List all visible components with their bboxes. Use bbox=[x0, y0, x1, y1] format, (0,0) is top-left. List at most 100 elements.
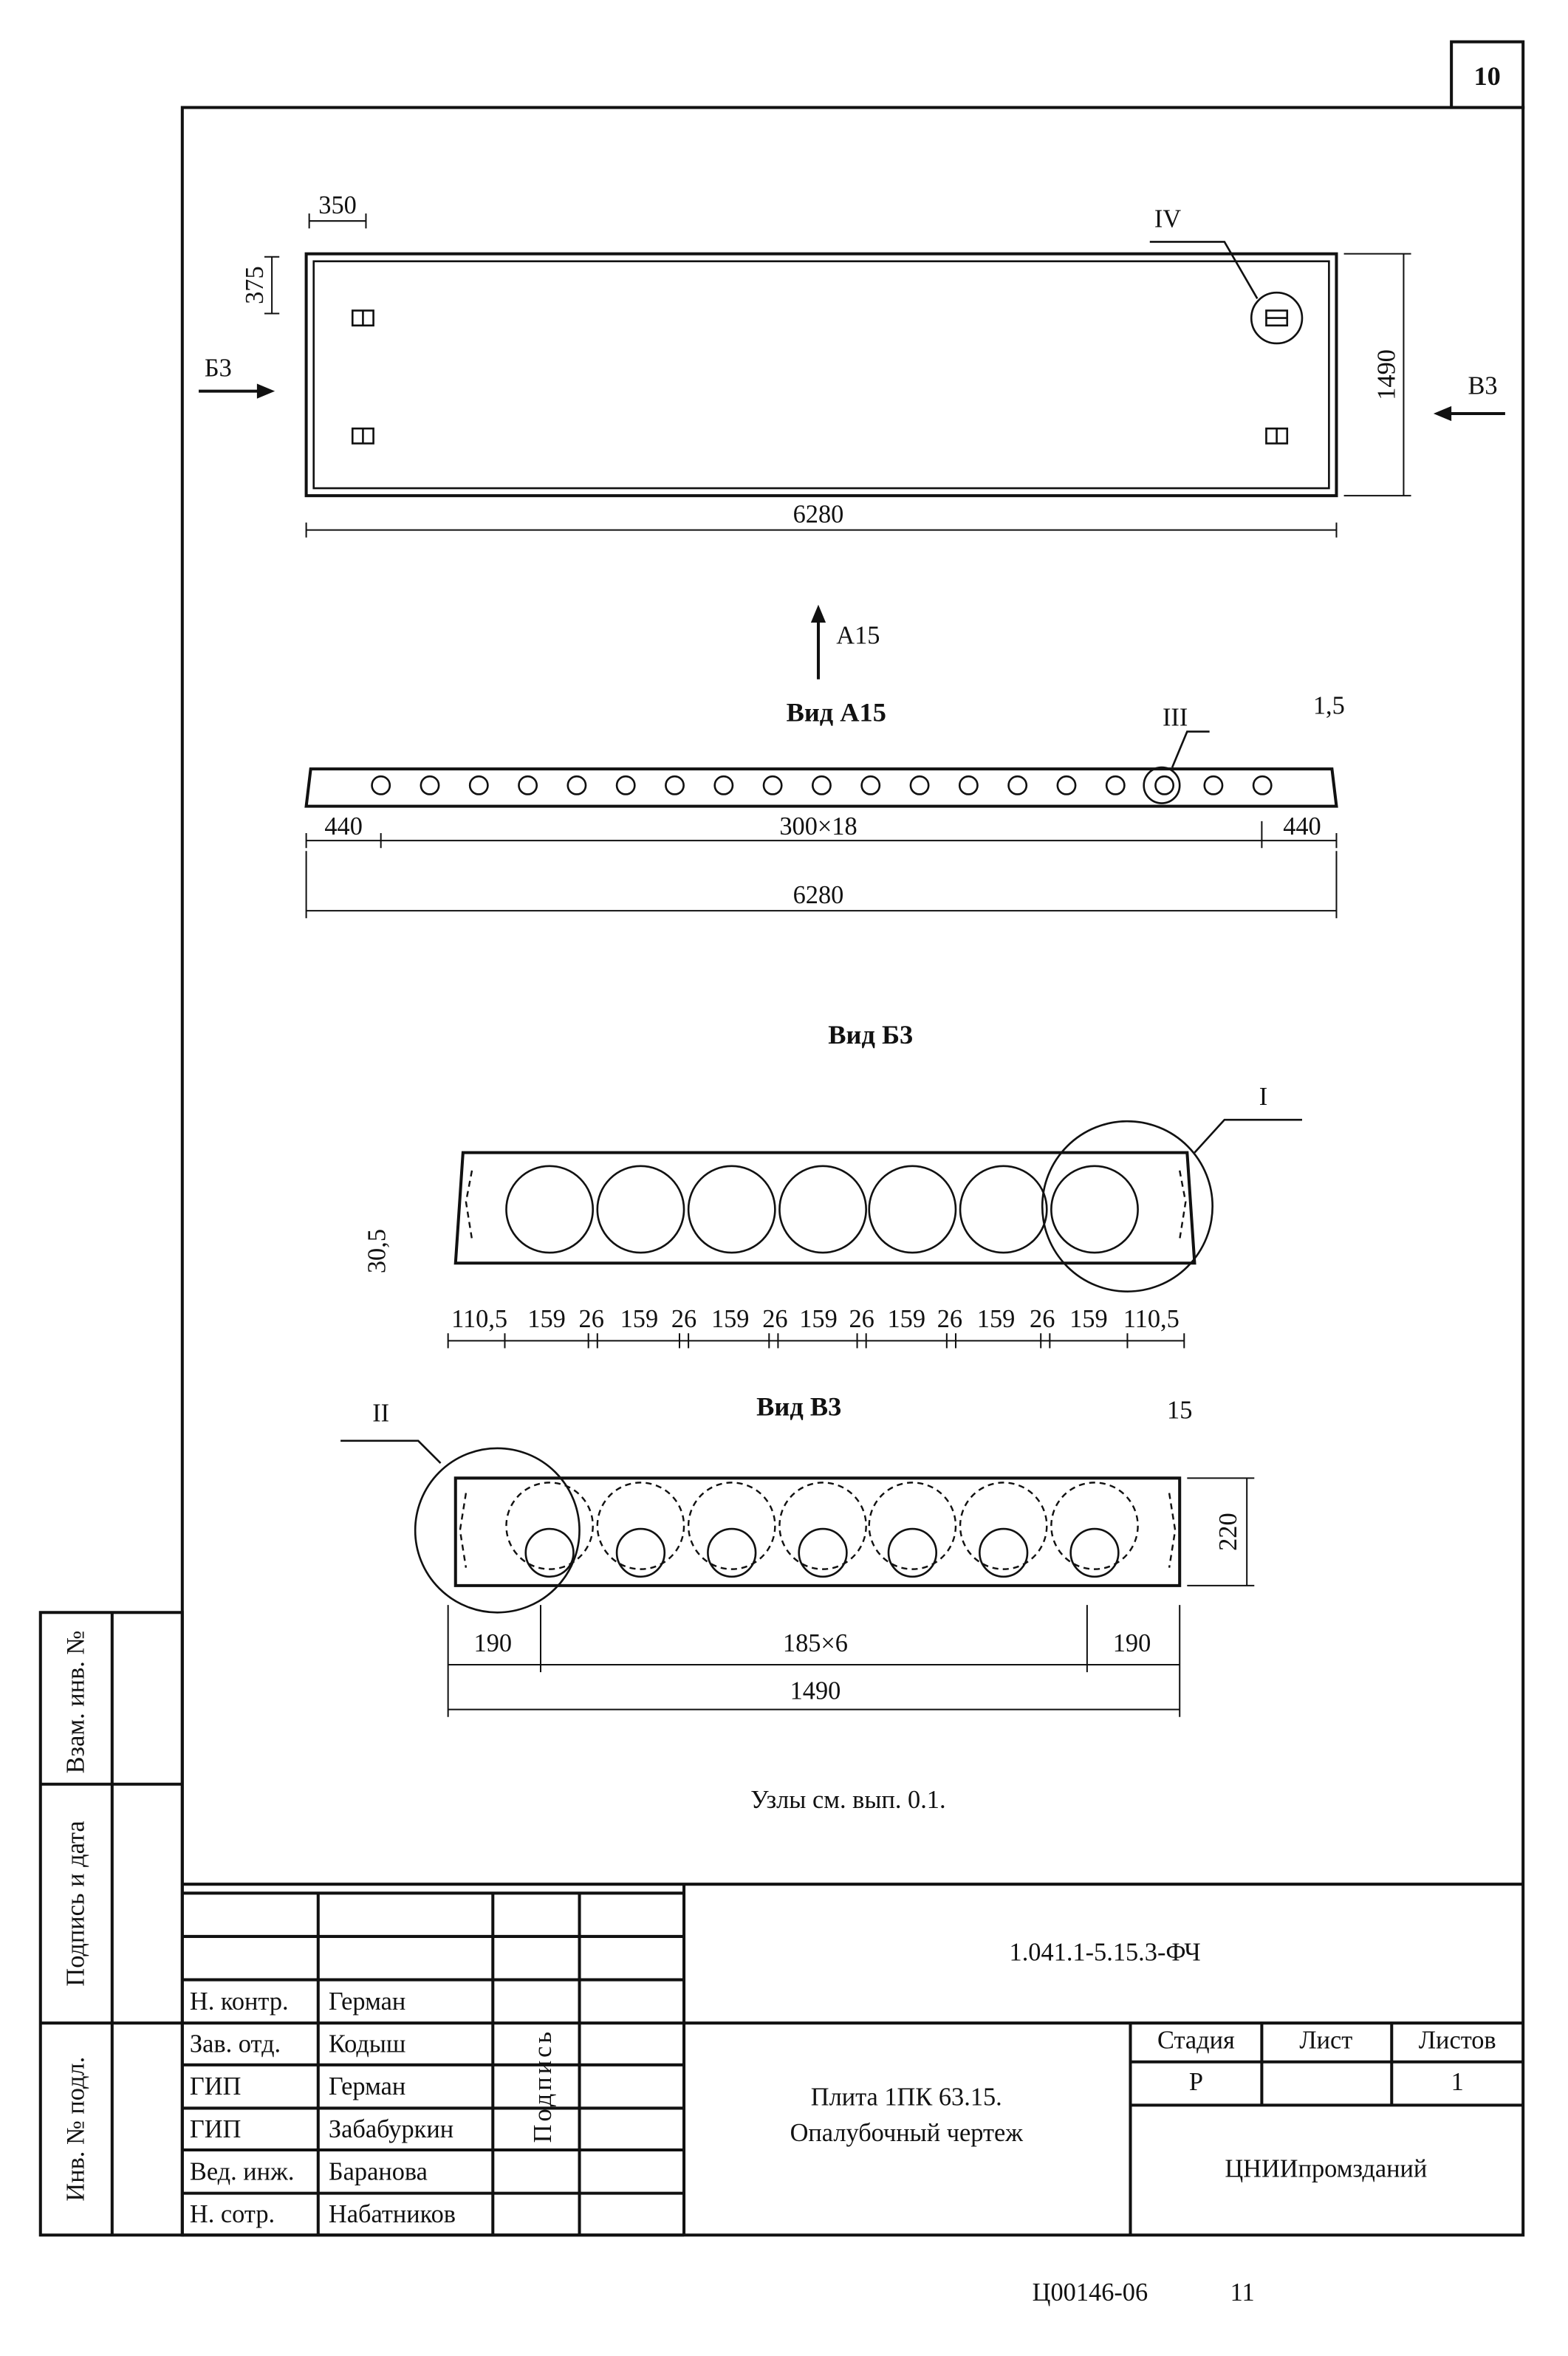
arrow-a15-label: А15 bbox=[836, 621, 880, 649]
replaced-inv-label: Взам. инв. № bbox=[61, 1631, 89, 1774]
void-circle-hidden bbox=[959, 1482, 1048, 1570]
sheet-label: Лист bbox=[1299, 2027, 1352, 2055]
dim-chain-value: 26 bbox=[579, 1305, 604, 1333]
signer-role: Н. контр. bbox=[190, 1987, 289, 2016]
void-opening bbox=[707, 1527, 757, 1578]
dim-chain-value: 26 bbox=[671, 1305, 696, 1333]
arrow-b3-label: Б3 bbox=[205, 354, 232, 382]
void-opening bbox=[524, 1527, 575, 1578]
void-circles bbox=[505, 1482, 1139, 1578]
void-hole bbox=[1252, 775, 1273, 795]
void-hole bbox=[860, 775, 881, 795]
void-circle bbox=[778, 1165, 867, 1254]
dim-chain-value: 159 bbox=[887, 1305, 925, 1333]
signer-name: Герман bbox=[329, 2072, 405, 2100]
dim-1490: 1490 bbox=[1372, 349, 1400, 400]
void-circle bbox=[1050, 1165, 1139, 1254]
void-circle-hidden bbox=[868, 1482, 957, 1570]
signer-role: Вед. инж. bbox=[190, 2157, 294, 2185]
void-hole bbox=[762, 775, 783, 795]
dim-1490-v3: 1490 bbox=[790, 1677, 841, 1705]
signer-role: Зав. отд. bbox=[190, 2030, 281, 2058]
drawing-title-line1: Плита 1ПК 63.15. bbox=[811, 2083, 1002, 2111]
view-v3-title: Вид В3 bbox=[756, 1391, 841, 1421]
dim-185x6: 185×6 bbox=[783, 1629, 848, 1657]
dim-300x18: 300×18 bbox=[779, 812, 857, 840]
signer-name: Герман bbox=[329, 1987, 405, 2016]
void-hole bbox=[371, 775, 391, 795]
void-opening bbox=[887, 1527, 938, 1578]
void-circle bbox=[868, 1165, 957, 1254]
organization: ЦНИИпромзданий bbox=[1225, 2154, 1427, 2182]
signer-role: ГИП bbox=[190, 2072, 242, 2100]
dim-30-5: 30,5 bbox=[363, 1229, 391, 1273]
dim-chain-value: 26 bbox=[762, 1305, 787, 1333]
dim-chain-value: 159 bbox=[527, 1305, 566, 1333]
arrow-up-icon bbox=[810, 604, 826, 679]
inv-orig-label: Инв. № подл. bbox=[61, 2057, 89, 2202]
dim-6280-side: 6280 bbox=[793, 881, 844, 909]
dim-220: 220 bbox=[1214, 1513, 1242, 1551]
dim-1-5: 1,5 bbox=[1313, 691, 1345, 719]
view-a15-title: Вид А15 bbox=[787, 697, 886, 727]
arrow-left-icon bbox=[1433, 405, 1505, 422]
void-opening bbox=[798, 1527, 848, 1578]
node-iii-label: III bbox=[1163, 703, 1188, 731]
stage-label: Стадия bbox=[1157, 2027, 1235, 2055]
dim-440-right: 440 bbox=[1283, 812, 1321, 840]
dim-chain-value: 159 bbox=[711, 1305, 750, 1333]
dim-chain-value: 26 bbox=[1030, 1305, 1055, 1333]
sign-date-label: Подпись и дата bbox=[61, 1821, 89, 1986]
view-b3-title: Вид Б3 bbox=[828, 1020, 913, 1049]
dim-350: 350 bbox=[318, 191, 357, 219]
plan-view: IV 350 375 1490 6280 Б3 В3 А15 bbox=[199, 191, 1505, 679]
node-iv-circle bbox=[1250, 291, 1304, 345]
sheets-value: 1 bbox=[1451, 2068, 1464, 2096]
void-hole bbox=[468, 775, 489, 795]
dim-15: 15 bbox=[1167, 1396, 1192, 1424]
signer-role: ГИП bbox=[190, 2115, 242, 2143]
lifting-loop-icons bbox=[351, 309, 1289, 445]
dim-375: 375 bbox=[241, 266, 269, 304]
footer-code: Ц00146-06 bbox=[1033, 2278, 1148, 2307]
title-block: 1.041.1-5.15.3-ФЧ Подпись Н. контр.Герма… bbox=[182, 1883, 1524, 2237]
drawing-frame bbox=[180, 106, 1525, 2237]
arrow-v3-label: В3 bbox=[1468, 372, 1498, 400]
void-circle-hidden bbox=[778, 1482, 867, 1570]
void-hole bbox=[566, 775, 587, 795]
drawing-title-line2: Опалубочный чертеж bbox=[790, 2119, 1024, 2147]
node-i-circle bbox=[1041, 1120, 1213, 1292]
void-hole bbox=[811, 775, 832, 795]
dim-190-left: 190 bbox=[474, 1629, 513, 1657]
stage-value: Р bbox=[1189, 2068, 1203, 2096]
signer-name: Набатников bbox=[329, 2200, 456, 2228]
dim-6280: 6280 bbox=[793, 501, 844, 529]
void-hole bbox=[1203, 775, 1224, 795]
void-circle bbox=[959, 1165, 1048, 1254]
void-circle-hidden bbox=[687, 1482, 776, 1570]
footer-page: 11 bbox=[1230, 2278, 1255, 2307]
signer-name: Кодыш bbox=[329, 2030, 405, 2058]
dim-chain-value: 159 bbox=[977, 1305, 1016, 1333]
side-strip: Взам. инв. № Подпись и дата Инв. № подл. bbox=[38, 1611, 184, 2237]
dim-chain-value: 159 bbox=[620, 1305, 659, 1333]
signer-name: Забабуркин bbox=[329, 2115, 453, 2143]
void-hole bbox=[665, 775, 685, 795]
node-iii-circle bbox=[1143, 766, 1181, 804]
void-circle-hidden bbox=[1050, 1482, 1139, 1570]
dim-chain-value: 110,5 bbox=[451, 1305, 507, 1333]
signer-role: Н. сотр. bbox=[190, 2200, 275, 2228]
void-circle bbox=[687, 1165, 776, 1254]
void-opening bbox=[615, 1527, 666, 1578]
dim-chain-value: 159 bbox=[799, 1305, 838, 1333]
dim-chain-value: 26 bbox=[849, 1305, 874, 1333]
void-circle-hidden bbox=[596, 1482, 685, 1570]
dim-chain-value: 110,5 bbox=[1123, 1305, 1180, 1333]
void-circle bbox=[505, 1165, 595, 1254]
void-hole bbox=[1007, 775, 1028, 795]
sheets-label: Листов bbox=[1419, 2027, 1496, 2055]
